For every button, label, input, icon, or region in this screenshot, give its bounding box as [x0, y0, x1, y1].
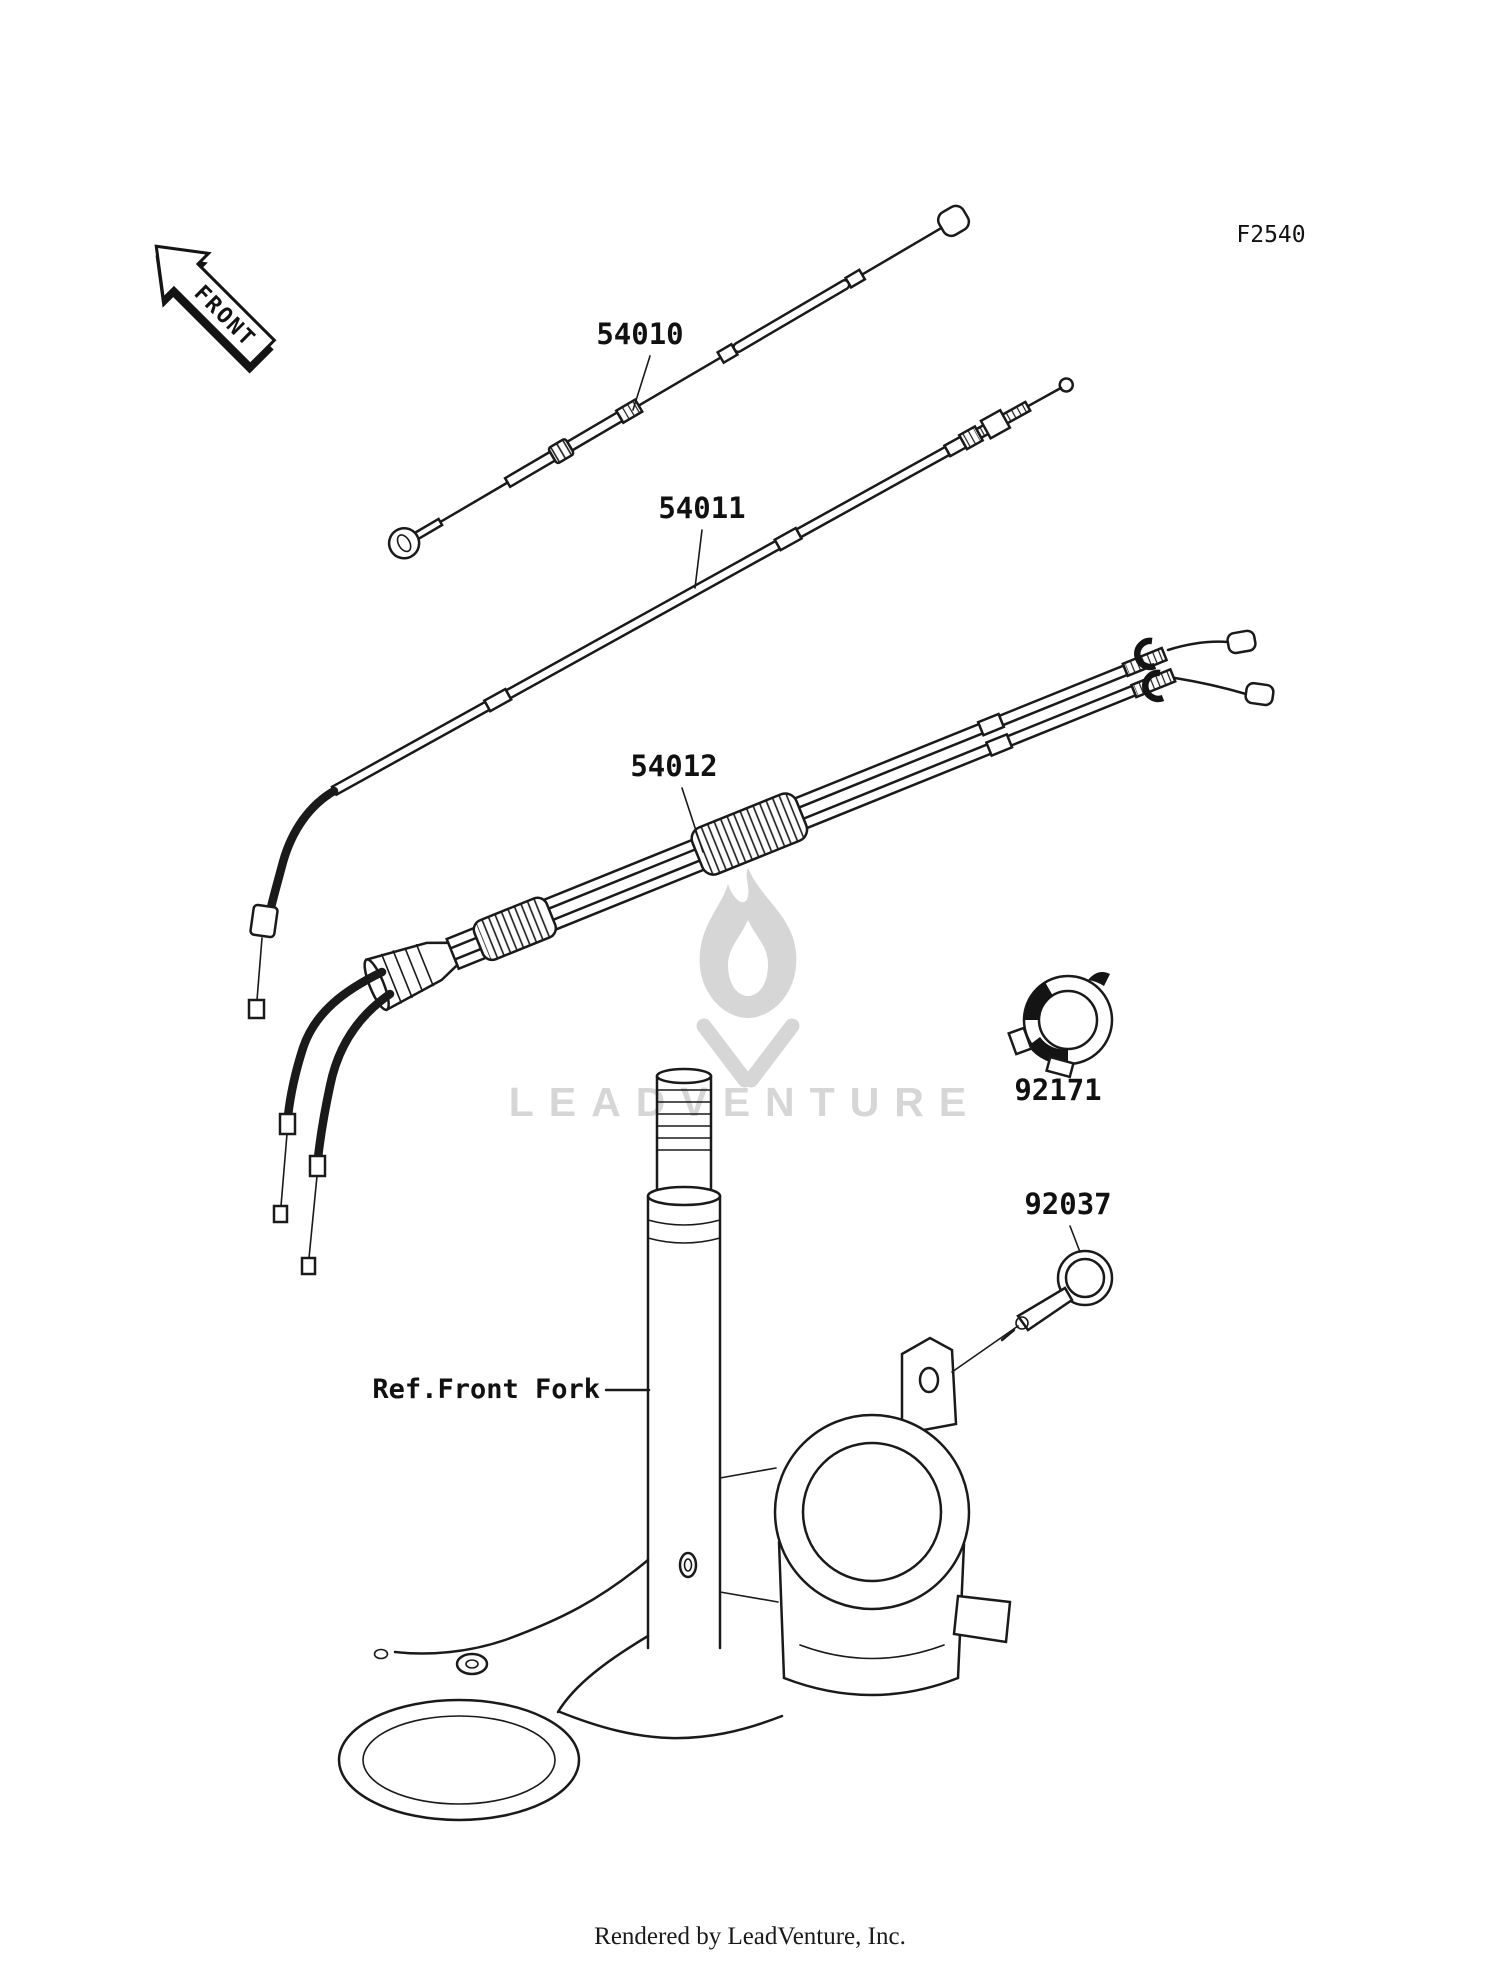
leader-line-54012	[681, 787, 704, 853]
part-label-92037: 92037	[1024, 1187, 1111, 1221]
watermark-text: LEADVENTURE	[509, 1079, 982, 1125]
leader-line-92037	[1069, 1225, 1081, 1253]
part-label-54010: 54010	[596, 317, 683, 351]
front-fork-drawing	[337, 1067, 1012, 1822]
part-label-54011: 54011	[658, 491, 745, 525]
leadventure-watermark: LEADVENTURE	[509, 868, 982, 1125]
footer-credit: Rendered by LeadVenture, Inc.	[594, 1923, 906, 1950]
front-direction-arrow: FRONT	[154, 244, 277, 374]
leadventure-flame-icon	[696, 868, 800, 1088]
leader-line-54011	[694, 529, 703, 589]
part-labels: 54010 54011 54012 92171 92037	[596, 317, 1112, 1253]
part-drawing-clamp-92171	[1007, 972, 1114, 1079]
part-label-92171: 92171	[1014, 1073, 1101, 1107]
figure-code: F2540	[1236, 222, 1305, 248]
part-drawing-cable-54011	[330, 377, 1075, 797]
part-drawing-cables-54012-lower-ends	[272, 967, 395, 1276]
clamp-92037-attach-line	[951, 1325, 1019, 1373]
part-drawing-cable-54010	[387, 204, 971, 560]
part-drawing-cable-54011-elbow	[247, 786, 339, 1020]
part-drawing-clamp-92037	[951, 1249, 1114, 1373]
part-drawing-cables-54012-upper-ends	[1134, 629, 1275, 707]
leader-line-54010	[632, 355, 651, 411]
ref-front-fork-label: Ref.Front Fork	[372, 1374, 600, 1405]
part-label-54012: 54012	[630, 749, 717, 783]
